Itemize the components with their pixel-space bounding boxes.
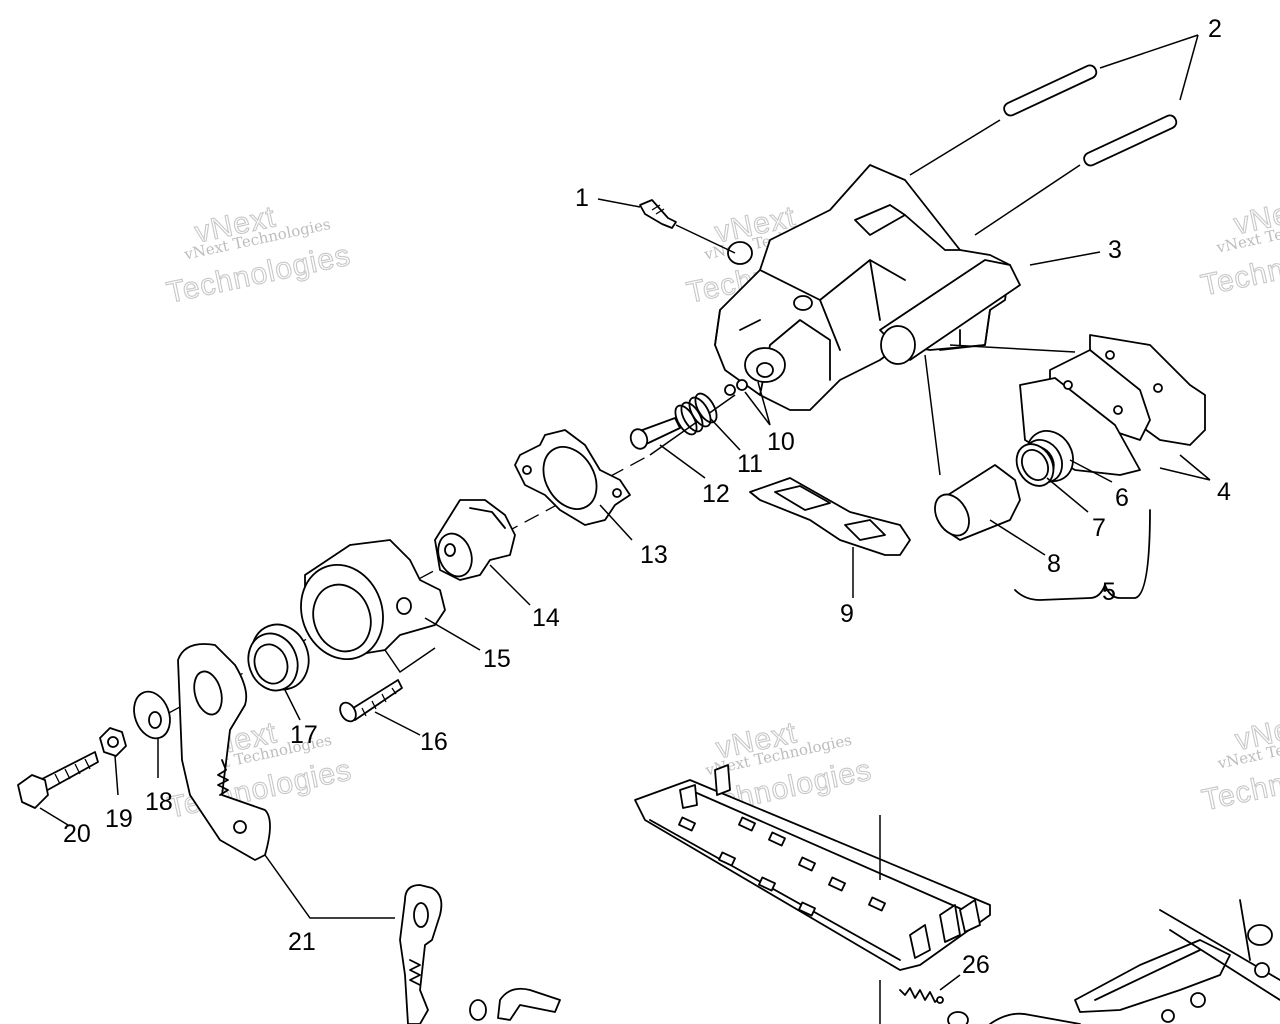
callout-3: 3 [1108,236,1122,264]
leader-2 [1099,34,1199,101]
callout-17: 17 [290,721,318,749]
part-pins [909,64,1178,236]
callout-4: 4 [1217,478,1231,506]
axis-extension [649,394,736,456]
callout-10: 10 [767,428,795,456]
callout-1: 1 [575,184,589,212]
bracket-part-5 [1014,509,1151,601]
watermark-upper-left: vNext vNext Technologies Technologies [163,200,354,311]
callout-8: 8 [1047,550,1061,578]
part-nut [99,727,127,796]
callout-12: 12 [702,480,730,508]
watermark-upper-right: vNext vNext Technologies Technologies [1198,192,1280,304]
part-cable-link [399,884,1081,1024]
part-screw [339,679,421,736]
part-actuator-cup [300,539,481,674]
callout-5: 5 [1102,578,1116,606]
callout-2: 2 [1208,15,1222,43]
part-actuator-cam [434,499,531,606]
callout-6: 6 [1115,484,1129,512]
callout-13: 13 [640,541,668,569]
part-spring [674,392,741,451]
part-anti-rattle-clip [749,477,911,598]
callout-18: 18 [145,788,173,816]
part-bolt [17,751,99,826]
leader-3 [1029,251,1101,266]
part-piston [924,354,1046,556]
part-washer [133,690,171,778]
callout-11: 11 [737,450,763,478]
callout-15: 15 [483,645,511,673]
part-bleeder-screw [597,198,736,254]
part-caliper-housing [714,164,1021,411]
part-brake-pedal [1074,899,1280,1023]
callout-21: 21 [288,928,316,956]
callout-20: 20 [63,820,91,848]
part-check-balls [724,379,771,426]
watermark-lower-right: vNext vNext Technologies Technologies [1199,707,1280,818]
part-small-spring [899,974,961,1004]
callout-16: 16 [420,728,448,756]
callout-19: 19 [105,805,133,833]
leader-4b [949,344,1076,353]
part-gasket [514,429,633,541]
part-footrest-plate [634,764,991,1024]
part-o-ring [1015,443,1089,513]
callout-26: 26 [962,951,990,979]
callout-14: 14 [532,604,560,632]
part-pin [629,417,706,479]
part-bushing [247,623,310,721]
callout-9: 9 [840,600,854,628]
part-brake-lever [177,643,395,919]
callout-7: 7 [1092,514,1106,542]
